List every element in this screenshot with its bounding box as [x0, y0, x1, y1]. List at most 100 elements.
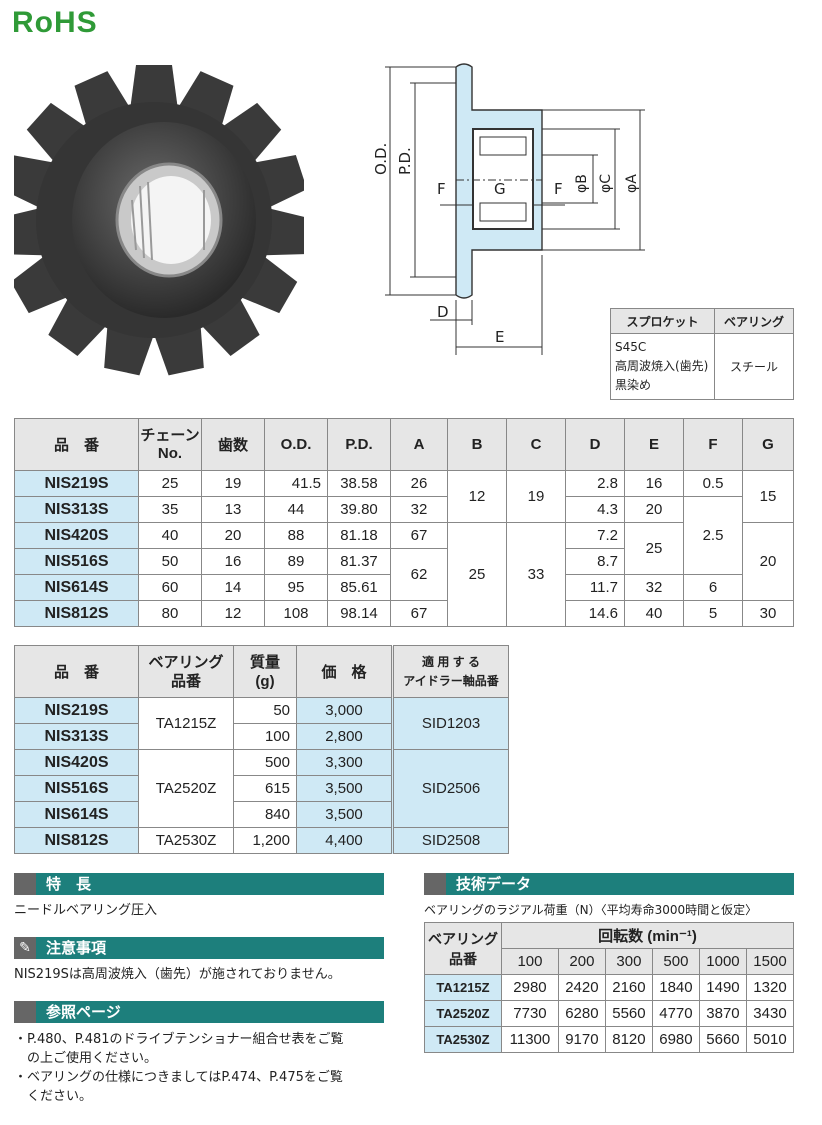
table-row: NIS219S TA1215Z 50 3,000 SID1203 — [14, 697, 509, 750]
od-label: O.D. — [372, 142, 390, 175]
f-right-label: F — [554, 180, 563, 198]
table-row: NIS812S TA2530Z 1,200 4,400 SID2508 — [14, 827, 509, 854]
th-e: E — [624, 418, 684, 471]
table-cell: 高周波焼入(歯先) — [615, 359, 709, 373]
th-c: C — [506, 418, 566, 471]
table-cell: 8120 — [604, 1026, 653, 1053]
table-cell: 25 — [447, 522, 507, 627]
table-cell: SID2508 — [391, 827, 509, 854]
table-row: NIS313S 100 2,800 — [14, 723, 509, 750]
phiB-label: φB — [574, 174, 590, 193]
table-cell: 11300 — [501, 1026, 559, 1053]
table-cell: SID2506 — [391, 749, 509, 828]
table-cell: S45C — [615, 340, 647, 354]
th-teeth: 歯数 — [201, 418, 265, 471]
table-cell: NIS614S — [14, 801, 139, 828]
table-cell: 100 — [233, 723, 297, 750]
table-cell: 4,400 — [296, 827, 393, 854]
table-cell: 25 — [624, 522, 684, 575]
material-table: スプロケット ベアリング S45C 高周波焼入(歯先) 黒染め スチール — [610, 308, 794, 400]
table-cell: 4.3 — [565, 496, 625, 523]
table-cell: ・ベアリングの仕様につきましてはP.474、P.475をご覧 — [14, 1070, 343, 1085]
pencil-icon: ✎ — [14, 937, 36, 959]
table-cell: 6980 — [651, 1026, 700, 1053]
table-cell: TA2530Z — [138, 827, 234, 854]
table-cell: 参照ページ — [46, 1003, 121, 1021]
table-cell: 108 — [264, 600, 328, 627]
rohs-logo: RoHS — [12, 6, 98, 39]
th-a: A — [390, 418, 448, 471]
table-cell: 41.5 — [264, 470, 328, 497]
table-cell: 100 — [501, 948, 559, 975]
table-cell: 2.8 — [565, 470, 625, 497]
table-cell: SID1203 — [391, 697, 509, 750]
table-cell: 0.5 — [683, 470, 743, 497]
table-cell: 3,500 — [296, 801, 393, 828]
th-f: F — [683, 418, 743, 471]
table-cell: 840 — [233, 801, 297, 828]
table-cell: 95 — [264, 574, 328, 601]
caution-heading: ✎ 注意事項 — [14, 937, 384, 959]
table-cell: 2,800 — [296, 723, 393, 750]
table-cell: 1840 — [651, 974, 700, 1001]
table-cell: 6280 — [557, 1000, 606, 1027]
table-cell: 7730 — [501, 1000, 559, 1027]
table-cell: NIS420S — [14, 749, 139, 776]
table-cell: ベアリング — [428, 930, 498, 947]
table-cell: NIS219S — [14, 470, 139, 497]
table-cell: 26 — [390, 470, 448, 497]
table-cell: 5560 — [604, 1000, 653, 1027]
e-label: E — [495, 328, 505, 346]
table-cell: NIS420S — [14, 522, 139, 549]
table-cell: 615 — [233, 775, 297, 802]
table-cell: 5010 — [745, 1026, 795, 1053]
th-od: O.D. — [264, 418, 328, 471]
pd-label: P.D. — [396, 147, 414, 175]
table-cell: NIS313S — [14, 723, 139, 750]
table-cell: 2160 — [604, 974, 653, 1001]
table-cell: 3430 — [745, 1000, 795, 1027]
table-cell: 88 — [264, 522, 328, 549]
table-cell: TA1215Z — [138, 697, 234, 750]
table-cell: 12 — [201, 600, 265, 627]
radial-load-table: ベアリング品番 回転数 (min⁻¹) 100 200 300 500 1000… — [424, 922, 795, 1053]
table-row: NIS614S 60 14 95 85.61 11.7 32 6 — [14, 574, 794, 601]
f-left-label: F — [437, 180, 446, 198]
reference-list: ・P.480、P.481のドライブテンショナー組合せ表をご覧 の上ご使用ください… — [14, 1030, 394, 1106]
table-cell: 14.6 — [565, 600, 625, 627]
table-cell: 12 — [447, 470, 507, 523]
table-cell: 7.2 — [565, 522, 625, 549]
table-cell: 2420 — [557, 974, 606, 1001]
table-cell: 30 — [742, 600, 794, 627]
table-row: NIS614S 840 3,500 — [14, 801, 509, 828]
table-row: NIS219S 25 19 41.5 38.58 26 12 19 2.8 16… — [14, 470, 794, 523]
table-cell: 14 — [201, 574, 265, 601]
table-cell: 2.5 — [683, 496, 743, 575]
sprocket-photo — [14, 65, 304, 376]
table-cell: 3,500 — [296, 775, 393, 802]
tech-heading: 技術データ — [424, 873, 794, 895]
table-cell: TA2520Z — [424, 1000, 502, 1027]
table-cell: 注意事項 — [46, 939, 107, 957]
table-cell: 33 — [506, 522, 566, 627]
table-cell: 適 用 す る — [421, 654, 480, 669]
table-cell: 品番 — [449, 950, 477, 967]
table-row: NIS420S 40 20 88 81.18 67 25 33 7.2 25 2… — [14, 522, 794, 627]
table-cell: NIS614S — [14, 574, 139, 601]
sprocket-header: スプロケット — [610, 308, 715, 334]
table-cell: 8.7 — [565, 548, 625, 575]
table-cell: 25 — [138, 470, 202, 497]
table-cell: 50 — [138, 548, 202, 575]
table-cell: 3,300 — [296, 749, 393, 776]
th-chain: チェーン No. — [138, 418, 202, 471]
reference-heading: 参照ページ — [14, 1001, 384, 1023]
table-cell: 9170 — [557, 1026, 606, 1053]
table-cell: 50 — [233, 697, 297, 724]
table-cell: 20 — [201, 522, 265, 549]
table-cell: 品番 — [170, 672, 201, 690]
sprocket-material: S45C 高周波焼入(歯先) 黒染め — [610, 333, 715, 400]
table-cell: NIS219S — [14, 697, 139, 724]
